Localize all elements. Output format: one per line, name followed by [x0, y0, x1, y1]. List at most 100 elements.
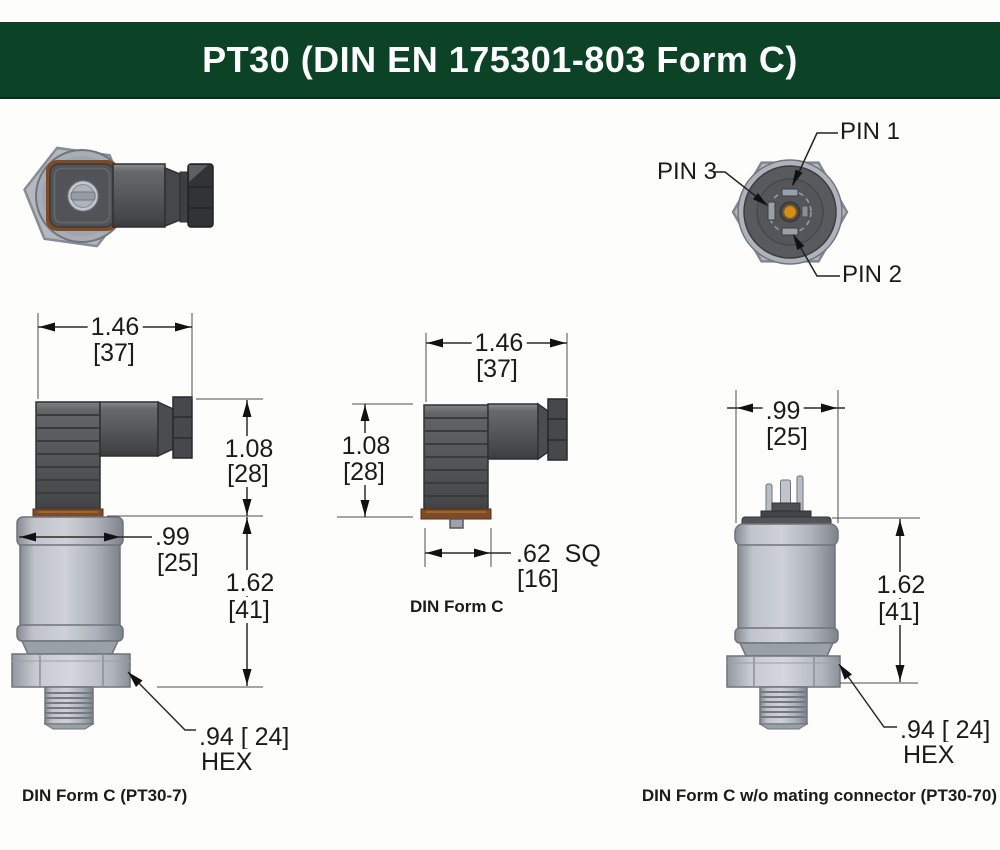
body-collar	[734, 627, 839, 644]
body-cylinder	[19, 544, 121, 627]
center-dim-height-in: 1.08	[338, 433, 394, 459]
left-dim-width-in: 1.46	[87, 314, 143, 340]
hex-leader-line	[127, 671, 197, 731]
extension-lines	[735, 390, 920, 684]
left-dim-body-dia-in: .99	[152, 524, 193, 550]
left-dim-hex-suffix: HEX	[198, 749, 256, 775]
right-dim-body-dia-in: .99	[762, 398, 804, 424]
pin3-leader-arrowhead	[752, 193, 768, 206]
gland-nut-facets	[173, 416, 192, 439]
center-view-caption: DIN Form C	[410, 597, 504, 616]
stud-tip	[758, 723, 809, 730]
pin-1-contact	[781, 188, 799, 197]
arrowhead	[104, 532, 120, 542]
leader-arrowhead	[839, 664, 852, 680]
title-bar: PT30 (DIN EN 175301-803 Form C)	[0, 22, 1000, 99]
hex-nut	[11, 653, 131, 688]
body-cylinder	[737, 544, 836, 630]
side-view-pt30-7	[11, 396, 193, 730]
connector-ribs	[424, 417, 488, 497]
right-dim-hex-suffix: HEX	[900, 742, 958, 768]
arrowhead	[360, 405, 370, 421]
left-dim-body-height-mm: [41]	[225, 597, 273, 623]
left-view-caption: DIN Form C (PT30-7)	[22, 786, 188, 805]
body-taper	[738, 642, 835, 657]
body-collar	[16, 624, 124, 642]
thread-lines	[45, 692, 93, 719]
center-dim-square-mm: [16]	[514, 566, 562, 592]
extension-lines	[337, 333, 568, 567]
din-connector-top-inner	[53, 167, 111, 224]
page-title: PT30 (DIN EN 175301-803 Form C)	[202, 39, 798, 80]
pin3-leader-line	[713, 171, 768, 206]
gland-nut-facets	[188, 186, 213, 209]
pin1-label: PIN 1	[840, 118, 901, 145]
right-view-caption: DIN Form C w/o mating connector (PT30-70…	[641, 786, 997, 805]
body-top-cap	[16, 516, 124, 547]
arrowhead	[474, 548, 490, 558]
pin1-leader-line	[792, 132, 838, 186]
arrowhead	[242, 499, 252, 515]
arrowhead	[737, 403, 753, 413]
cable-arm-taper	[164, 166, 181, 228]
right-dim-hex: .94 [ 24]	[897, 717, 994, 743]
arrowhead	[20, 532, 36, 542]
body-top-cap	[734, 523, 839, 547]
pin-3-contact	[767, 201, 776, 221]
left-dim-body-height-in: 1.62	[222, 570, 278, 596]
left-dim-conn-height-mm: [28]	[224, 461, 272, 487]
right-dim-body-height-in: 1.62	[873, 572, 929, 598]
cable-arm	[112, 163, 166, 228]
hex-nut	[726, 655, 841, 688]
arrowhead	[426, 548, 442, 558]
left-dim-hex: .94 [ 24]	[196, 724, 293, 750]
right-dim-body-dia-mm: [25]	[763, 424, 811, 450]
extension-lines	[37, 313, 263, 688]
arrowhead	[895, 665, 905, 681]
connector-ribbed-body	[35, 401, 101, 513]
body-taper	[20, 640, 120, 655]
arrowhead	[175, 322, 191, 332]
din-form-c-connector-view	[420, 398, 568, 529]
center-dim-square: .62 SQ	[513, 541, 604, 567]
gasket	[420, 508, 492, 520]
keying-detail	[801, 205, 809, 218]
pin2-leader-line	[793, 235, 840, 277]
cable-arm-step	[179, 171, 189, 223]
arrowhead	[550, 338, 566, 348]
gland-nut-highlight	[189, 165, 208, 182]
center-dim-width-mm: [37]	[473, 356, 521, 382]
thread-lines	[760, 691, 807, 718]
hex-face-lines	[39, 654, 104, 687]
center-dim-width-in: 1.46	[471, 330, 527, 356]
pin3-label: PIN 3	[657, 158, 718, 185]
gland-nut-facets	[548, 418, 567, 441]
center-seal-orange	[782, 204, 798, 220]
cable-gland-nut	[547, 398, 568, 461]
pin2-label: PIN 2	[842, 261, 903, 288]
connector-ribs	[36, 414, 100, 494]
left-dim-conn-height-in: 1.08	[221, 436, 277, 462]
pin-view	[713, 132, 849, 277]
arrowhead	[895, 520, 905, 536]
screw-slot	[70, 191, 96, 201]
arrowhead	[360, 500, 370, 516]
pin2-leader-arrowhead	[793, 234, 805, 250]
pin-2-contact	[781, 227, 799, 236]
stud-tip	[43, 723, 95, 730]
leader-arrowhead	[128, 672, 143, 687]
hex-face-lines	[753, 656, 815, 687]
cable-gland-nut	[172, 396, 193, 459]
side-view-pt30-70	[726, 475, 841, 730]
arrowhead	[242, 401, 252, 417]
arrowhead	[242, 669, 252, 685]
connector-arm	[487, 403, 539, 460]
hex-leader-line	[838, 663, 897, 728]
center-dim-height-mm: [28]	[340, 459, 388, 485]
arrowhead	[39, 322, 55, 332]
pin1-leader-arrowhead	[792, 169, 803, 186]
connector-arm	[99, 401, 159, 457]
contact-nub	[449, 518, 464, 529]
right-dim-body-height-mm: [41]	[875, 599, 923, 625]
